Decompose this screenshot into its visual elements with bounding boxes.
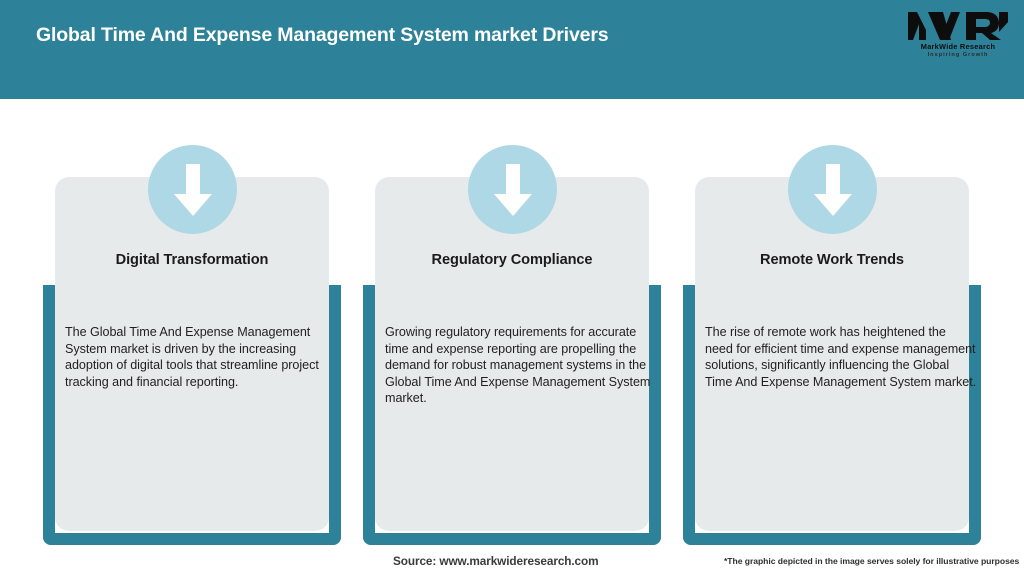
card-body-text: Growing regulatory requirements for accu… — [385, 325, 651, 406]
card-accent-frame — [43, 285, 341, 545]
card-panel — [55, 177, 329, 531]
disclaimer-note: *The graphic depicted in the image serve… — [724, 556, 1020, 566]
card-panel — [375, 177, 649, 531]
brand-logo: MarkWide Research Inspiring Growth — [906, 8, 1010, 64]
card-body-text: The rise of remote work has heightened t… — [705, 325, 977, 389]
card-body-text: The Global Time And Expense Management S… — [65, 325, 319, 389]
driver-card-2: Regulatory Compliance Growing regulatory… — [360, 99, 664, 546]
page-title: Global Time And Expense Management Syste… — [36, 24, 609, 46]
card-title: Digital Transformation — [115, 252, 269, 268]
arrow-down-icon — [468, 145, 557, 234]
header-band: Global Time And Expense Management Syste… — [0, 0, 1024, 99]
driver-card-3: Remote Work Trends The rise of remote wo… — [680, 99, 984, 546]
mwr-logo-icon — [908, 12, 1008, 40]
drivers-card-row: Digital Transformation The Global Time A… — [0, 99, 1024, 546]
driver-card-1: Digital Transformation The Global Time A… — [40, 99, 344, 546]
card-panel — [695, 177, 969, 531]
card-accent-frame — [363, 285, 661, 545]
arrow-down-glyph — [493, 163, 532, 216]
source-label: Source: www.markwideresearch.com — [393, 554, 599, 568]
card-title: Remote Work Trends — [760, 252, 904, 268]
arrow-down-icon — [788, 145, 877, 234]
card-title: Regulatory Compliance — [431, 252, 593, 268]
arrow-down-glyph — [173, 163, 212, 216]
arrow-down-glyph — [813, 163, 852, 216]
card-accent-frame — [683, 285, 981, 545]
logo-tagline: Inspiring Growth — [927, 52, 989, 58]
logo-name: MarkWide Research — [920, 42, 996, 51]
arrow-down-icon — [148, 145, 237, 234]
footer: Source: www.markwideresearch.com *The gr… — [0, 546, 1024, 576]
